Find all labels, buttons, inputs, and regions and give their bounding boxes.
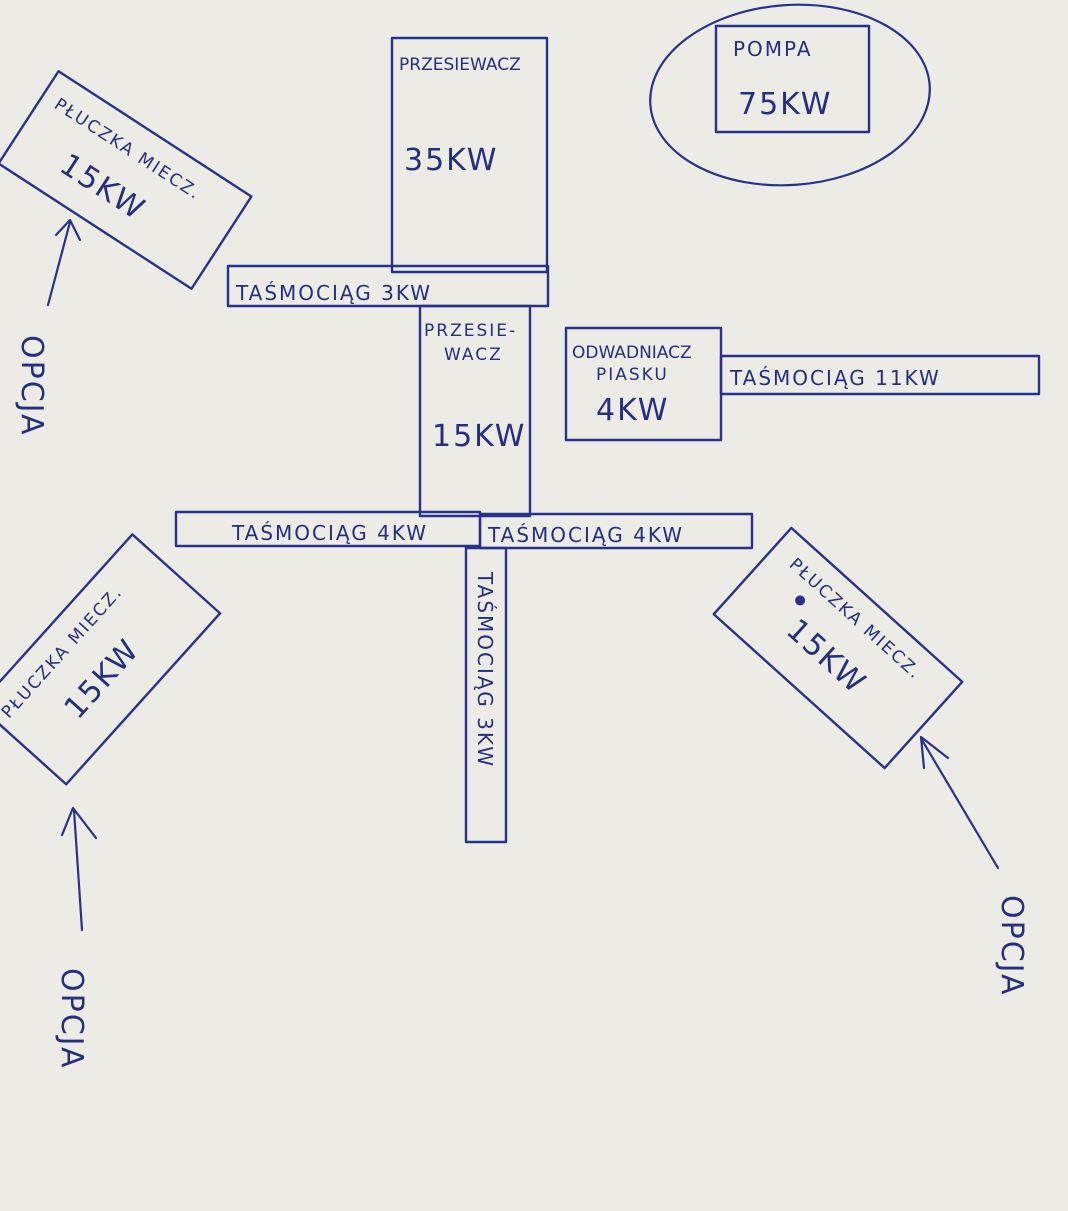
option-label-right: OPCJA [994,895,1029,997]
washer-top-left: PŁUCZKA MIECZ. 15KW [0,70,253,290]
option-arrow-bottom-left [60,806,98,932]
screener-mid: PRZESIE- WACZ 15KW [418,304,532,518]
option-label-top-left: OPCJA [14,335,49,437]
screener-top-box [390,36,549,274]
sand-dewaterer-name-line2: PIASKU [596,365,669,385]
arrow-up-icon [60,806,98,932]
conveyor-top-label: TAŚMOCIĄG 3KW [235,281,432,305]
conveyor-vertical-box [464,546,508,844]
arrow-up-left-icon [919,735,1000,870]
screener-top-name: PRZESIEWACZ [399,55,521,75]
conveyor-top-box [226,264,550,308]
conveyor-top: TAŚMOCIĄG 3KW [226,264,550,308]
pump-power: 75KW [738,87,832,122]
screener-mid-name-line2: WACZ [444,345,503,365]
conveyor-right-mid: TAŚMOCIĄG 4KW [478,512,754,550]
conveyor-right-mid-label: TAŚMOCIĄG 4KW [487,523,684,547]
washer-bottom-left-box [0,533,222,786]
conveyor-right-box [719,354,1041,396]
conveyor-left-mid-label: TAŚMOCIĄG 4KW [231,521,428,545]
pump-box [714,24,871,134]
pump-name: POMPA [733,37,813,61]
sand-dewaterer-name-line1: ODWADNIACZ [572,343,692,363]
conveyor-right-label: TAŚMOCIĄG 11KW [729,366,941,390]
pump-unit: POMPA 75KW [649,3,931,187]
washer-bottom-left: PŁUCZKA MIECZ. 15KW [0,533,222,786]
washer-right: PŁUCZKA MIECZ. 15KW [712,526,964,770]
screener-mid-box [418,304,532,518]
screener-top-power: 35KW [404,143,498,178]
ink-dot [795,595,806,606]
washer-top-left-box [0,70,253,290]
pump-ellipse [649,3,931,187]
screener-top: PRZESIEWACZ 35KW [390,36,549,274]
sand-dewaterer: ODWADNIACZ PIASKU 4KW [564,326,723,442]
conveyor-right: TAŚMOCIĄG 11KW [719,354,1041,396]
screener-mid-name-line1: PRZESIE- [424,321,517,341]
option-arrow-right [919,735,1000,870]
screener-mid-power: 15KW [432,419,526,454]
conveyor-vertical: TAŚMOCIĄG 3KW [464,546,508,844]
washer-right-box [712,526,964,770]
option-arrow-top-left [46,218,82,307]
option-label-bottom-left: OPCJA [54,968,89,1070]
conveyor-vertical-label: TAŚMOCIĄG 3KW [473,571,497,768]
arrow-up-icon [46,218,82,307]
conveyor-right-mid-box [478,512,754,550]
sand-dewaterer-power: 4KW [596,393,669,428]
